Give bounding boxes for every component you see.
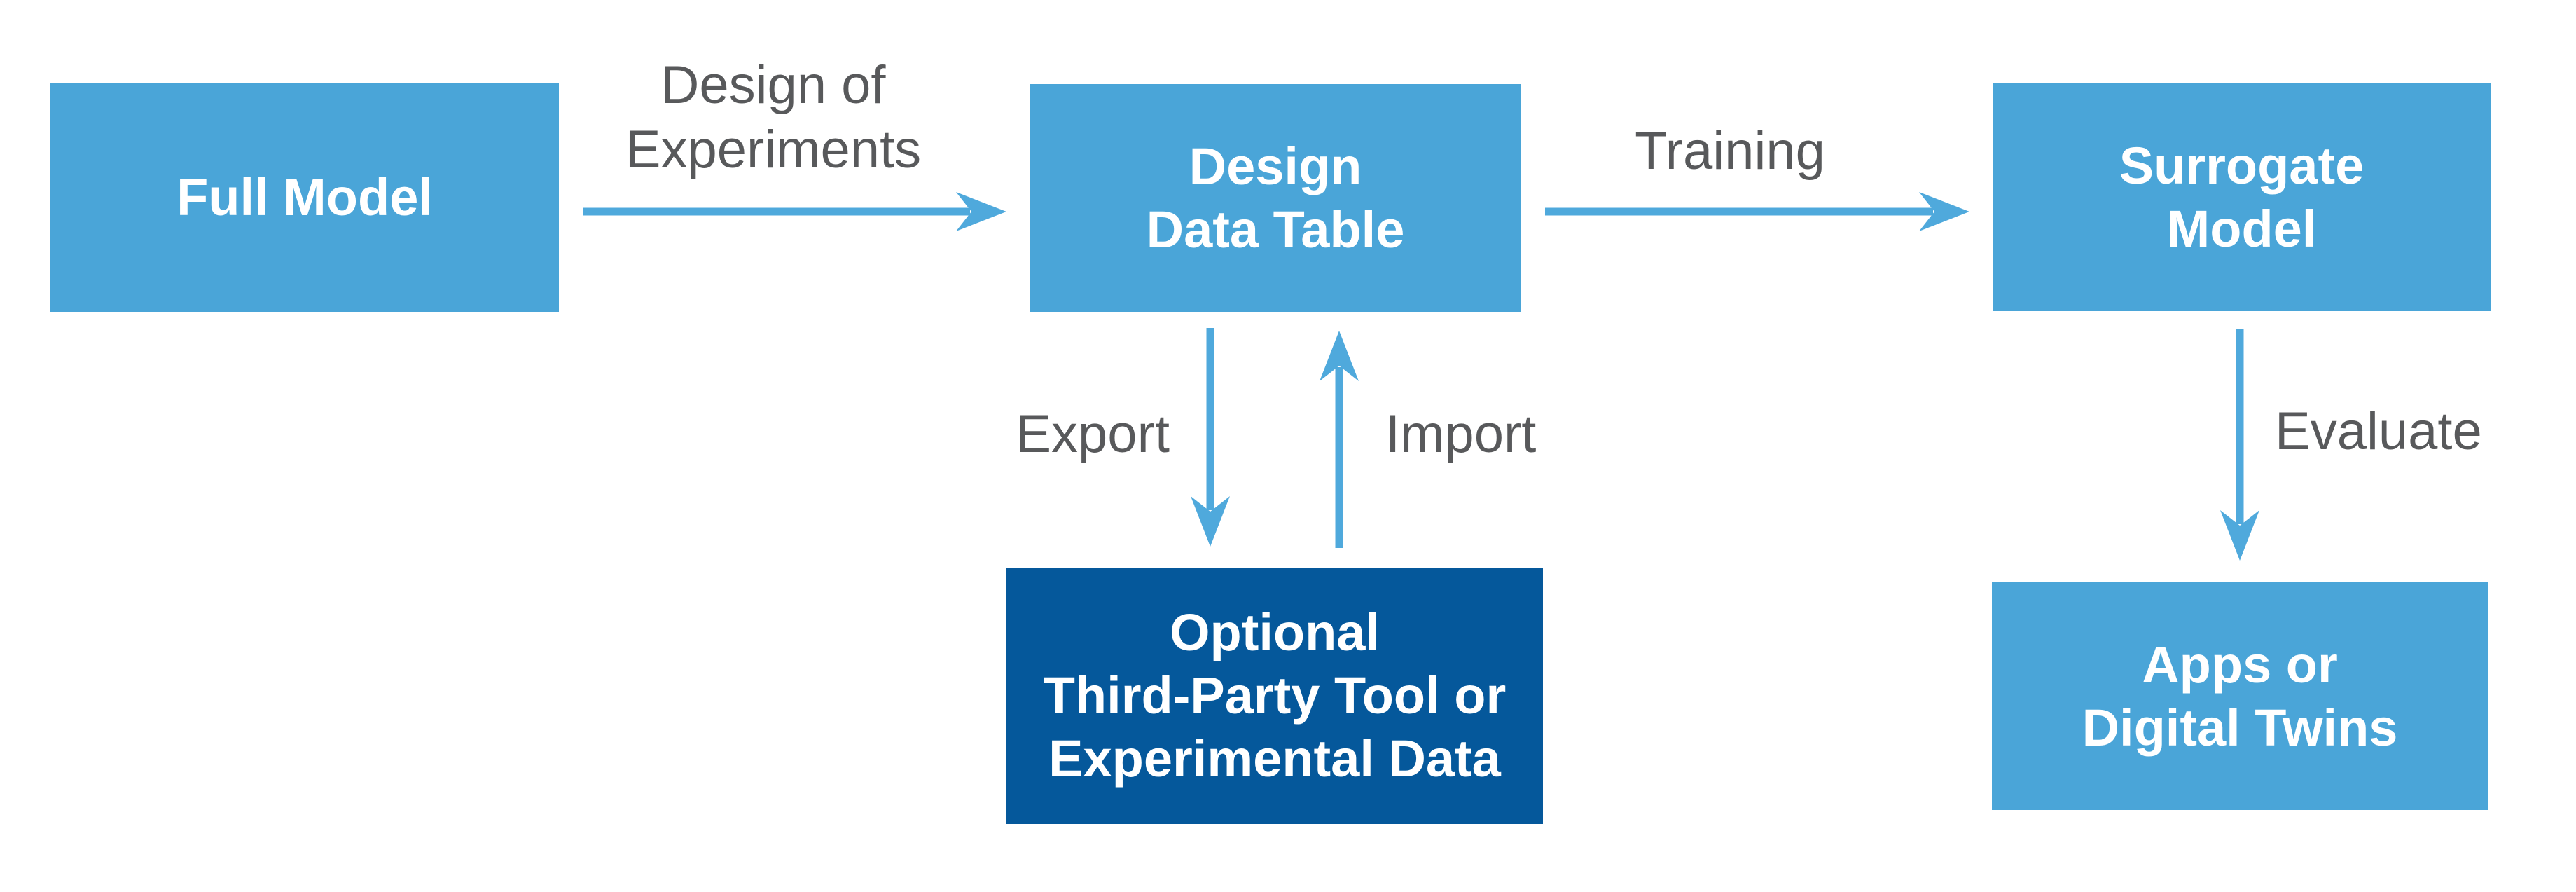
training-arrow: [1545, 192, 1969, 231]
evaluate-arrow-label: Evaluate: [2275, 402, 2482, 461]
node-third-party-tool: Optional Third-Party Tool or Experimenta…: [1006, 568, 1543, 824]
export-arrow-label: Export: [1016, 404, 1170, 464]
import-arrow-label: Import: [1385, 404, 1537, 464]
export-arrow: [1191, 328, 1230, 547]
node-surrogate-model: Surrogate Model: [1993, 83, 2491, 311]
import-arrow: [1320, 331, 1359, 548]
doe-arrow: [583, 192, 1006, 231]
training-arrow-label: Training: [1635, 121, 1825, 181]
evaluate-arrow: [2220, 329, 2259, 561]
node-design-data-table: Design Data Table: [1030, 84, 1521, 312]
doe-arrow-label: Design of Experiments: [625, 55, 922, 179]
node-apps-digital-twins: Apps or Digital Twins: [1992, 582, 2488, 810]
node-full-model: Full Model: [50, 83, 559, 312]
